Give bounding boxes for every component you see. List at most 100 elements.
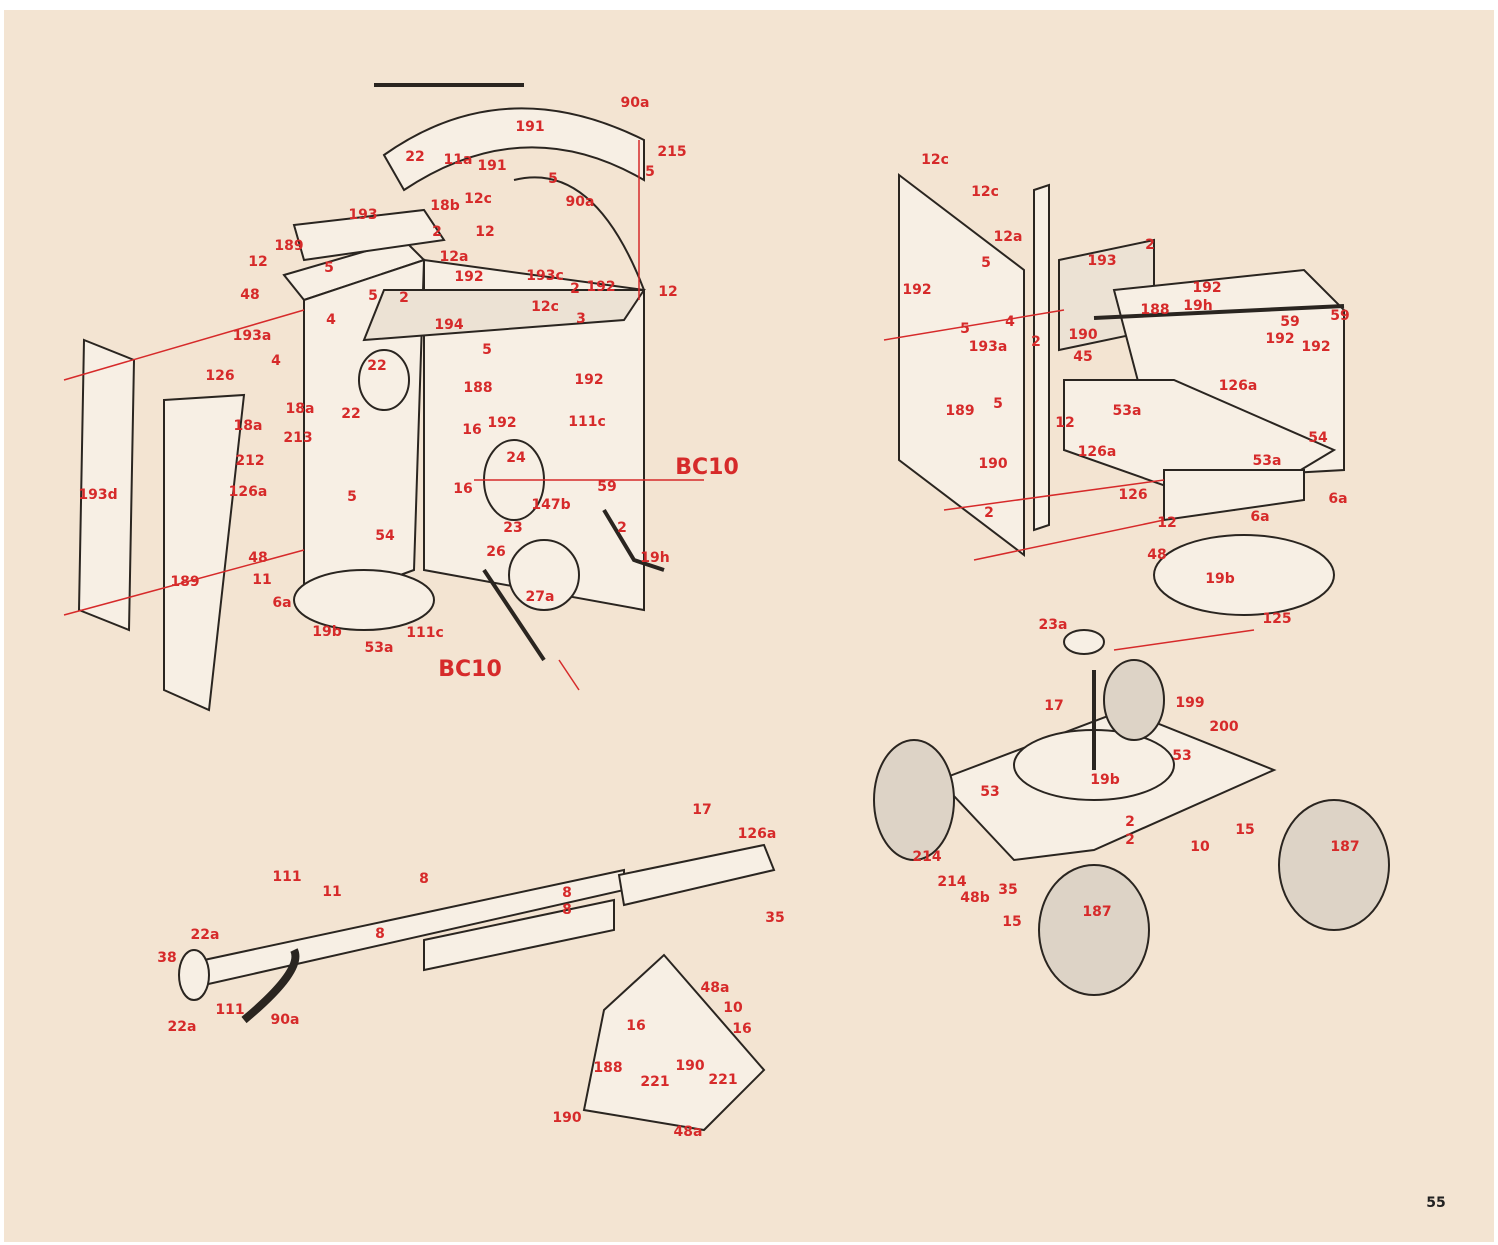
part-label: 188 bbox=[463, 380, 493, 396]
part-label: BC10 bbox=[438, 657, 502, 682]
part-label: 111c bbox=[568, 414, 606, 430]
part-label: 2 bbox=[1125, 814, 1135, 830]
part-label: 10 bbox=[723, 1000, 743, 1016]
part-label: 4 bbox=[1005, 314, 1015, 330]
part-label: 192 bbox=[1301, 339, 1331, 355]
part-label: 24 bbox=[506, 450, 526, 466]
part-label: 18a bbox=[233, 418, 263, 434]
part-label: 190 bbox=[675, 1058, 705, 1074]
part-label: 11 bbox=[252, 572, 272, 588]
part-label: 12 bbox=[658, 284, 678, 300]
part-label: 19b bbox=[312, 624, 342, 640]
part-label: 5 bbox=[981, 255, 991, 271]
part-label: 189 bbox=[170, 574, 200, 590]
part-label: 221 bbox=[708, 1072, 738, 1088]
part-label: 192 bbox=[902, 282, 932, 298]
chassis-drawing bbox=[873, 629, 1390, 996]
part-label: 188 bbox=[1140, 302, 1170, 318]
arm-drawing bbox=[178, 843, 776, 1132]
page-number: 55 bbox=[1426, 1195, 1446, 1211]
part-label: 2 bbox=[1145, 237, 1155, 253]
part-label: 111 bbox=[215, 1002, 245, 1018]
part-label: 190 bbox=[1068, 327, 1098, 343]
part-label: 22a bbox=[167, 1019, 197, 1035]
part-label: 4 bbox=[326, 312, 336, 328]
part-label: 2 bbox=[432, 224, 442, 240]
part-label: 6a bbox=[272, 595, 292, 611]
part-label: 59 bbox=[1280, 314, 1300, 330]
part-label: 12 bbox=[475, 224, 495, 240]
part-label: 59 bbox=[597, 479, 617, 495]
part-label: 12 bbox=[1157, 515, 1177, 531]
part-label: 4 bbox=[271, 353, 281, 369]
part-label: 5 bbox=[993, 396, 1003, 412]
part-label: 16 bbox=[453, 481, 473, 497]
part-label: 188 bbox=[593, 1060, 623, 1076]
part-label: BC10 bbox=[675, 455, 739, 480]
part-label: 192 bbox=[1192, 280, 1222, 296]
part-label: 189 bbox=[274, 238, 304, 254]
part-label: 54 bbox=[375, 528, 395, 544]
part-label: 5 bbox=[347, 489, 357, 505]
part-label: 8 bbox=[562, 902, 572, 918]
part-label: 200 bbox=[1209, 719, 1239, 735]
part-label: 22 bbox=[341, 406, 361, 422]
part-label: 53a bbox=[364, 640, 394, 656]
part-label: 18a bbox=[285, 401, 315, 417]
part-label: 19h bbox=[640, 550, 670, 566]
part-label: 221 bbox=[640, 1074, 670, 1090]
part-label: 187 bbox=[1082, 904, 1112, 920]
part-label: 126a bbox=[737, 826, 777, 842]
part-label: 2 bbox=[570, 281, 580, 297]
part-label: 2 bbox=[1125, 832, 1135, 848]
part-label: 19b bbox=[1205, 571, 1235, 587]
part-label: 2 bbox=[399, 290, 409, 306]
part-label: 12 bbox=[248, 254, 268, 270]
part-label: 193a bbox=[232, 328, 272, 344]
part-label: 22 bbox=[405, 149, 425, 165]
part-label: 19h bbox=[1183, 298, 1213, 314]
part-label: 193c bbox=[526, 268, 564, 284]
part-label: 38 bbox=[157, 950, 177, 966]
part-label: 53a bbox=[1112, 403, 1142, 419]
part-label: 8 bbox=[562, 885, 572, 901]
part-label: 15 bbox=[1235, 822, 1255, 838]
part-label: 35 bbox=[998, 882, 1018, 898]
left-model-drawing bbox=[77, 83, 665, 712]
part-label: 3 bbox=[576, 311, 586, 327]
part-label: 126 bbox=[205, 368, 235, 384]
part-label: 23a bbox=[1038, 617, 1068, 633]
part-label: 53 bbox=[1172, 748, 1192, 764]
part-label: 193a bbox=[968, 339, 1008, 355]
part-label: 191 bbox=[515, 119, 545, 135]
part-label: 8 bbox=[375, 926, 385, 942]
part-label: 215 bbox=[657, 144, 687, 160]
part-label: 193 bbox=[1087, 253, 1117, 269]
part-label: 193 bbox=[348, 207, 378, 223]
part-label: 48b bbox=[960, 890, 990, 906]
assembly-drawings bbox=[63, 83, 1390, 1132]
part-label: 48 bbox=[240, 287, 260, 303]
part-label: 191 bbox=[477, 158, 507, 174]
part-label: 192 bbox=[586, 279, 616, 295]
part-label: 35 bbox=[765, 910, 785, 926]
part-label: 16 bbox=[626, 1018, 646, 1034]
part-label: 2 bbox=[617, 520, 627, 536]
part-label: 19b bbox=[1090, 772, 1120, 788]
part-label: 48a bbox=[673, 1124, 703, 1140]
part-label: 2 bbox=[1031, 334, 1041, 350]
part-label: 45 bbox=[1073, 349, 1093, 365]
part-label: 11 bbox=[322, 884, 342, 900]
part-label: 48 bbox=[1147, 547, 1167, 563]
part-label: 54 bbox=[1308, 430, 1328, 446]
part-label: 5 bbox=[482, 342, 492, 358]
part-label: 23 bbox=[503, 520, 523, 536]
part-label: 194 bbox=[434, 317, 464, 333]
part-label: 10 bbox=[1190, 839, 1210, 855]
part-label: 18b bbox=[430, 198, 460, 214]
part-label: 192 bbox=[454, 269, 484, 285]
part-label: 15 bbox=[1002, 914, 1022, 930]
part-label: 189 bbox=[945, 403, 975, 419]
part-label: 213 bbox=[283, 430, 313, 446]
part-label: 192 bbox=[574, 372, 604, 388]
